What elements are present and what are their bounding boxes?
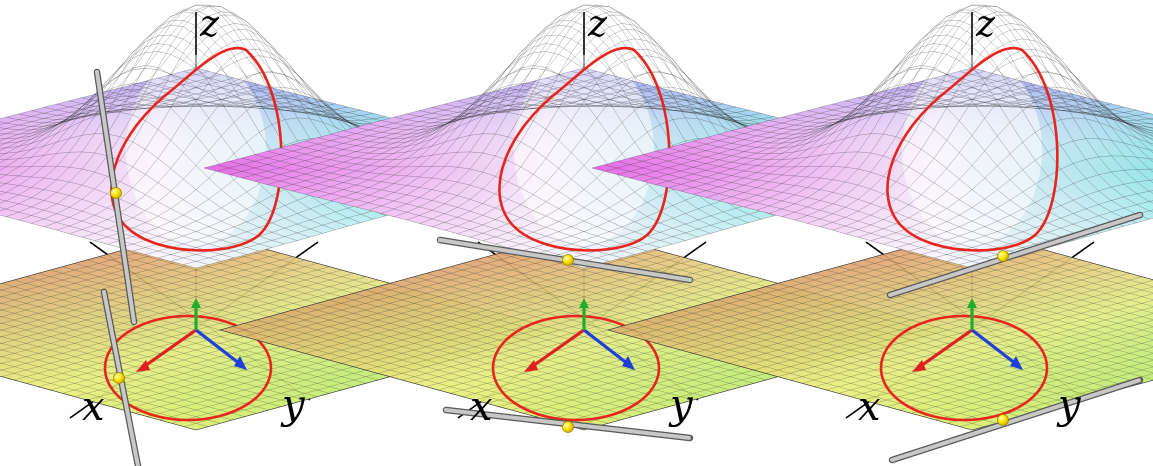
panel-3: x y z — [591, 4, 1153, 464]
y-arrowhead — [1010, 356, 1023, 370]
z-arrowhead — [579, 298, 589, 308]
basis-arrows — [912, 298, 1023, 372]
lower-contact-point — [562, 421, 574, 433]
upper-tangent-rod — [888, 213, 1142, 297]
upper-contact-point — [997, 250, 1009, 262]
lower-contact-point — [113, 372, 125, 384]
z-arrowhead — [967, 298, 977, 308]
x-arrowhead — [136, 360, 150, 372]
x-axis-label: x — [470, 384, 493, 430]
z-axis-label: z — [587, 4, 608, 45]
x-axis-label: x — [82, 384, 105, 430]
base-plane-shade — [608, 230, 1153, 430]
x-arrow — [529, 328, 585, 370]
y-axis-label: y — [668, 382, 694, 428]
x-axis-label: x — [858, 384, 881, 430]
lower-tangent-rod — [890, 378, 1142, 462]
peak-highlight — [902, 55, 1042, 245]
y-axis-label: y — [280, 382, 306, 428]
surface-level-curve — [886, 46, 1059, 252]
lower-contact-point — [997, 414, 1009, 426]
y-arrow — [195, 328, 241, 366]
x-arrow — [141, 328, 197, 370]
base-level-circle — [491, 314, 661, 422]
x-arrow — [917, 328, 973, 370]
basis-arrows — [524, 298, 635, 372]
peak-highlight — [514, 55, 654, 245]
x-arrowhead — [912, 360, 926, 372]
tangent-rods — [886, 211, 1144, 464]
x-arrowhead — [524, 360, 538, 372]
basis-arrows — [136, 298, 247, 372]
y-arrow — [583, 328, 629, 366]
z-axis-label: z — [199, 4, 220, 45]
z-arrowhead — [191, 298, 201, 308]
z-axis-label: z — [975, 4, 996, 45]
graph-surface — [591, 4, 1153, 269]
y-axis-label: y — [1056, 382, 1082, 428]
base-plane — [606, 229, 1153, 431]
y-arrow — [971, 328, 1017, 366]
peak-highlight — [126, 55, 266, 245]
base-level-circle — [879, 314, 1049, 422]
upper-contact-point — [110, 187, 122, 199]
upper-contact-point — [562, 254, 574, 266]
y-arrowhead — [234, 356, 247, 370]
base-level-circle — [103, 314, 273, 422]
y-arrowhead — [622, 356, 635, 370]
